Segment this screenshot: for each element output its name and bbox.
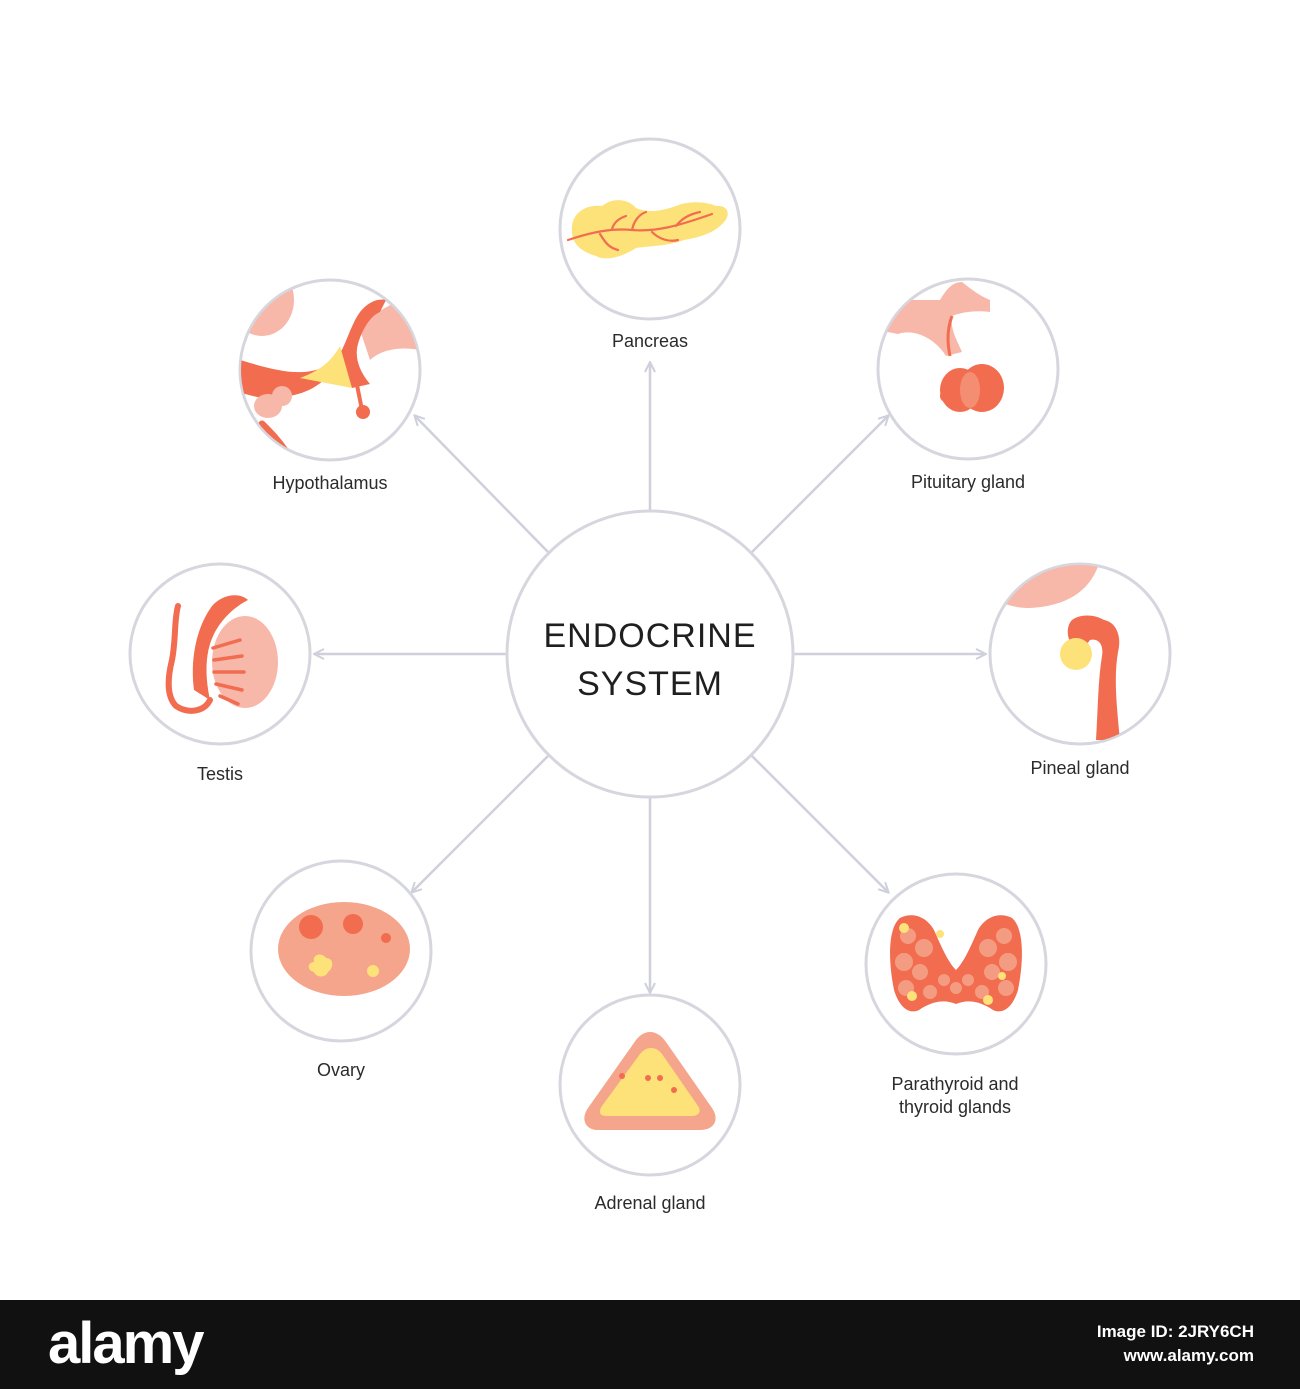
label-thyroid: Parathyroid and thyroid glands — [891, 1073, 1018, 1119]
label-hypothalamus: Hypothalamus — [272, 473, 388, 493]
thyroid-icon — [890, 915, 1022, 1012]
pineal-node — [988, 562, 1172, 746]
title-line-2: SYSTEM — [577, 665, 723, 703]
arrow-to-pituitary — [751, 416, 888, 553]
hypothalamus-node — [238, 278, 422, 462]
label-thyroid-line-2: thyroid glands — [898, 1097, 1012, 1117]
footer-bar: alamy Image ID: 2JRY6CH www.alamy.com — [0, 1300, 1300, 1389]
label-pituitary: Pituitary gland — [910, 472, 1026, 492]
adrenal-node — [558, 993, 742, 1177]
ovary-icon — [278, 902, 410, 996]
arrow-to-hypothalamus — [415, 416, 549, 553]
endocrine-diagram — [128, 137, 1172, 1177]
title-line-1: ENDOCRINE — [543, 617, 757, 655]
label-thyroid-line-1: Parathyroid and — [891, 1074, 1019, 1094]
label-testis: Testis — [196, 764, 244, 784]
ovary-node — [249, 859, 433, 1043]
thyroid-node — [864, 872, 1048, 1056]
connector-arrows — [315, 363, 985, 992]
pancreas-node — [558, 137, 742, 321]
testis-icon — [165, 595, 278, 714]
label-ovary: Ovary — [316, 1060, 366, 1080]
arrow-to-ovary — [412, 755, 549, 892]
arrow-to-thyroid — [751, 755, 888, 892]
adrenal-icon — [584, 1031, 716, 1130]
center-node — [505, 509, 795, 799]
pancreas-icon — [566, 200, 728, 259]
footer-url: www.alamy.com — [1123, 1346, 1254, 1365]
label-adrenal: Adrenal gland — [594, 1193, 706, 1213]
label-pancreas: Pancreas — [611, 331, 689, 351]
brand-logo: alamy — [48, 1311, 204, 1376]
diagram-title: ENDOCRINE SYSTEM — [543, 612, 756, 708]
label-pineal: Pineal gland — [1030, 758, 1130, 778]
pituitary-node — [876, 277, 1060, 461]
testis-node — [128, 562, 312, 746]
image-id: Image ID: 2JRY6CH — [1096, 1322, 1254, 1341]
